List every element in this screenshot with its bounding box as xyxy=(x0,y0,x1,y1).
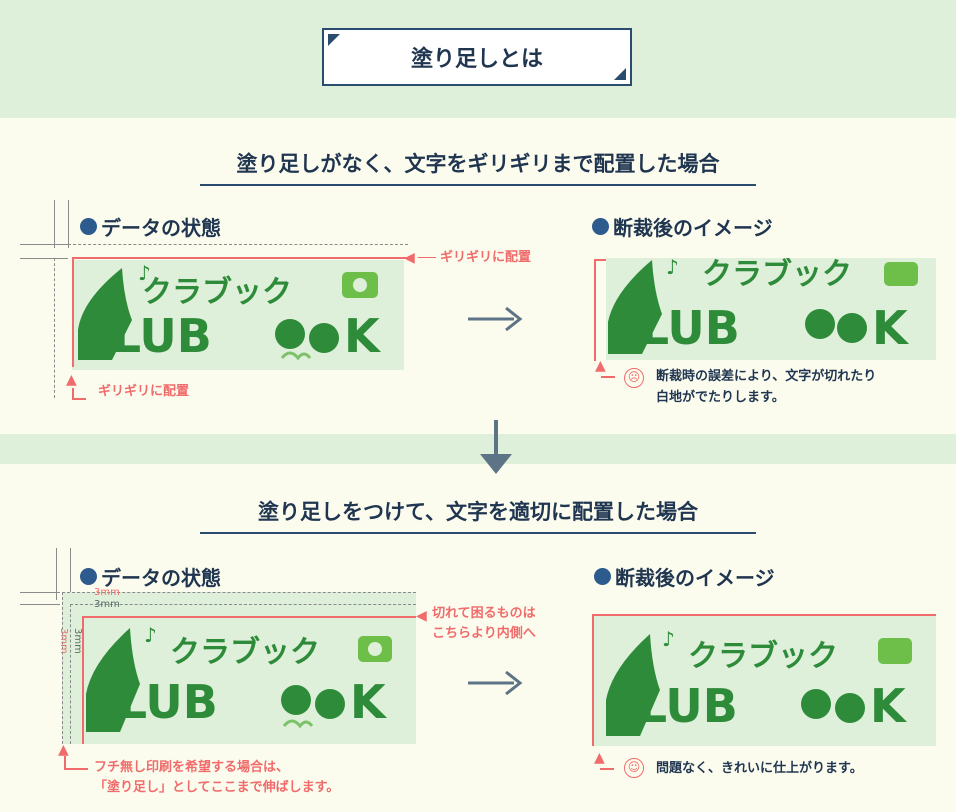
bleed-label: 3mm xyxy=(58,628,69,654)
bleed-label: 3mm xyxy=(72,628,83,654)
trim-line xyxy=(72,257,74,367)
smile-face-icon: ☺ xyxy=(624,758,644,778)
bleed-label: 3mm xyxy=(94,587,120,598)
section1-result-text: 断裁時の誤差により、文字が切れたり 白地がでたりします。 xyxy=(656,369,877,405)
safe-line xyxy=(82,616,416,618)
page-title: 塗り足しとは xyxy=(410,47,543,72)
trim-line xyxy=(594,259,606,261)
section1-right-heading: 断裁後のイメージ xyxy=(592,212,773,241)
callout-inner: 切れて困るものは こちらより内側へ xyxy=(432,606,536,641)
arrow-left-icon: ◀ xyxy=(416,608,427,624)
club-book-logo: クラブック CLUB K ♪ xyxy=(78,261,382,363)
arrow-up-icon: ▲ xyxy=(58,742,69,758)
sad-face-icon: ☹ xyxy=(624,368,644,388)
arrow-right-icon xyxy=(468,306,523,332)
callout-line xyxy=(72,398,86,400)
svg-text:K: K xyxy=(344,309,382,363)
club-book-logo: クラブック CLUB K ♪ xyxy=(606,258,918,355)
corner-triangle-icon xyxy=(328,34,340,46)
crop-mark xyxy=(68,200,69,248)
crop-mark xyxy=(20,258,68,259)
crop-mark xyxy=(56,548,57,600)
svg-text:♪: ♪ xyxy=(144,623,157,647)
arrow-up-icon: ▲ xyxy=(594,750,605,766)
callout-line xyxy=(601,376,615,378)
arrow-up-icon: ▲ xyxy=(66,372,77,388)
bullet-icon xyxy=(592,218,609,235)
section2-left-heading: データの状態 xyxy=(80,562,221,591)
callout-line xyxy=(64,768,88,770)
bullet-icon xyxy=(80,568,97,585)
svg-text:♪: ♪ xyxy=(666,258,679,279)
bullet-icon xyxy=(594,568,611,585)
crop-mark xyxy=(20,592,60,593)
callout-line xyxy=(600,768,614,770)
header-title-box: 塗り足しとは xyxy=(322,28,632,86)
svg-text:CLUB: CLUB xyxy=(604,679,738,733)
svg-text:クラブック: クラブック xyxy=(142,275,292,310)
section2-result-card: クラブック CLUB K ♪ xyxy=(592,614,936,746)
svg-text:K: K xyxy=(872,301,910,355)
section1-data-card: クラブック CLUB K ♪ xyxy=(72,260,404,370)
callout-line xyxy=(418,257,436,258)
callout-line xyxy=(72,388,74,398)
svg-text:CLUB: CLUB xyxy=(84,675,218,729)
section2-data-card: クラブック CLUB K ♪ xyxy=(62,592,416,744)
safe-line xyxy=(82,616,84,744)
club-book-logo: クラブック CLUB K ♪ xyxy=(84,623,392,732)
section1-title: 塗り足しがなく、文字をギリギリまで配置した場合 xyxy=(200,148,756,186)
callout-bottom: ギリギリに配置 xyxy=(98,384,190,399)
svg-text:♪: ♪ xyxy=(662,627,675,651)
callout-top: ギリギリに配置 xyxy=(440,250,532,265)
crop-mark xyxy=(20,604,60,605)
crop-mark xyxy=(70,548,71,600)
section1-result-card: クラブック CLUB K ♪ xyxy=(606,258,936,360)
trim-line xyxy=(594,259,596,361)
svg-text:クラブック: クラブック xyxy=(170,635,320,670)
svg-text:CLUB: CLUB xyxy=(606,301,740,355)
trim-line xyxy=(592,614,936,616)
svg-text:K: K xyxy=(350,675,388,729)
trim-guide xyxy=(54,258,55,398)
bleed-label: 3mm xyxy=(94,599,120,610)
trim-line xyxy=(72,257,412,259)
svg-text:K: K xyxy=(870,679,908,733)
svg-text:♪: ♪ xyxy=(138,261,151,285)
arrow-right-icon xyxy=(468,670,523,696)
arrow-up-icon: ▲ xyxy=(595,358,606,374)
bullet-icon xyxy=(80,218,97,235)
corner-triangle-icon xyxy=(614,68,626,80)
svg-text:CLUB: CLUB xyxy=(78,309,212,363)
divider-band xyxy=(0,434,956,464)
bleed-guide xyxy=(62,592,63,744)
club-book-logo: クラブック CLUB K ♪ xyxy=(604,627,912,736)
trim-guide xyxy=(68,244,408,245)
section2-title: 塗り足しをつけて、文字を適切に配置した場合 xyxy=(200,496,756,534)
bleed-guide xyxy=(62,592,416,593)
trim-line xyxy=(592,614,594,746)
svg-text:クラブック: クラブック xyxy=(688,639,838,674)
arrow-left-icon: ◀ xyxy=(404,250,415,266)
trim-guide xyxy=(70,604,71,744)
callout-line xyxy=(64,756,66,768)
crop-mark xyxy=(20,244,68,245)
crop-mark xyxy=(54,200,55,248)
trim-guide xyxy=(70,604,416,605)
callout-bleed: フチ無し印刷を希望する場合は、 「塗り足し」としてここまで伸ばします。 xyxy=(94,760,340,795)
arrow-down-icon xyxy=(480,420,512,474)
section2-right-heading: 断裁後のイメージ xyxy=(594,562,775,591)
svg-text:クラブック: クラブック xyxy=(702,258,852,292)
section1-left-heading: データの状態 xyxy=(80,212,221,241)
section2-result-text: 問題なく、きれいに仕上がります。 xyxy=(656,761,863,776)
